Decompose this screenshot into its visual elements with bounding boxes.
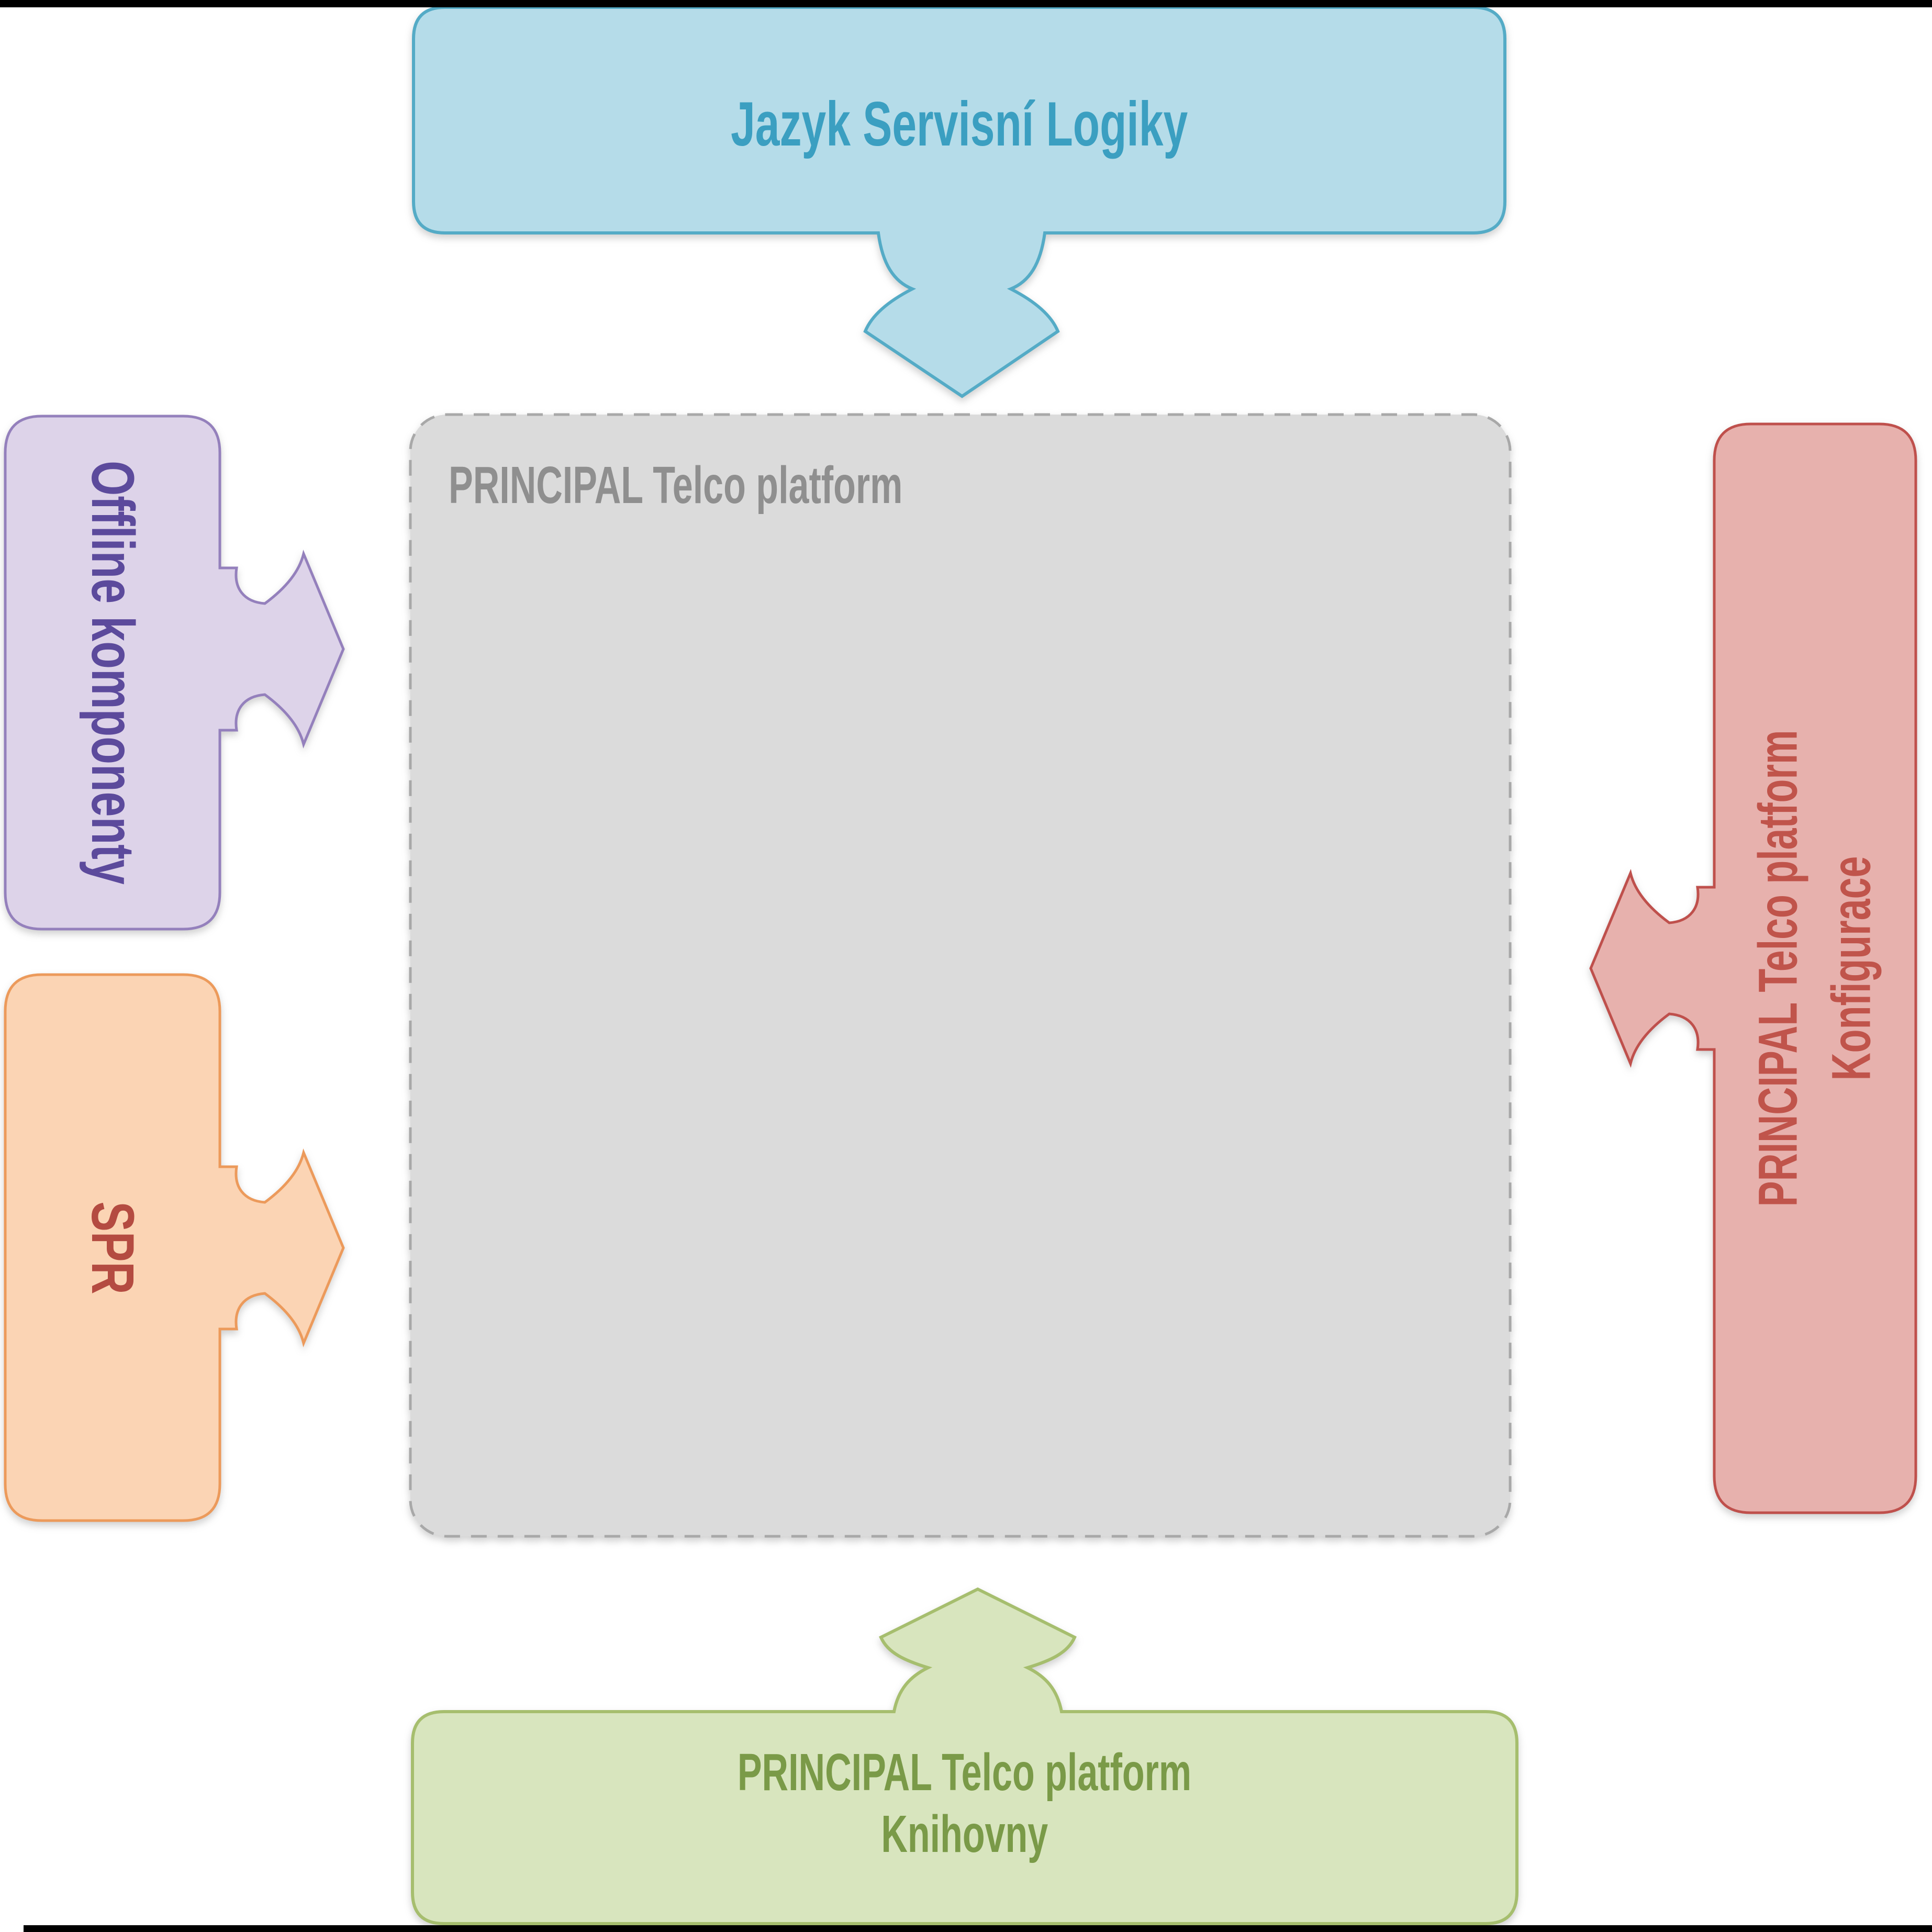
offline-piece-label: Offline komponenty [79, 461, 147, 885]
offline-piece: Offline komponenty [5, 416, 220, 929]
knihovny-banner-shape [411, 1587, 1518, 1925]
konfigurace-piece-label: PRINCIPAL Telco platform Konfigurace [1742, 730, 1889, 1207]
platform-dashed-box [409, 413, 1512, 1538]
knihovny-banner: PRINCIPAL Telco platform Knihovny [412, 1697, 1517, 1909]
konfigurace-piece-shape [1589, 422, 1917, 1514]
spr-piece-label: SPR [79, 1201, 146, 1294]
konfigurace-label-line2: Konfigurace [1821, 856, 1882, 1081]
spr-piece-shape [4, 973, 345, 1522]
konfigurace-piece: PRINCIPAL Telco platform Konfigurace [1714, 424, 1916, 1513]
jazyk-banner: Jazyk Servisní Logiky [414, 7, 1505, 233]
offline-piece-shape [4, 415, 345, 931]
bottom-black-bar [24, 1925, 1932, 1932]
top-black-bar [0, 0, 1932, 7]
knihovny-label-line1: PRINCIPAL Telco platform [738, 1743, 1192, 1802]
jazyk-banner-shape [412, 6, 1506, 398]
konfigurace-label-line1: PRINCIPAL Telco platform [1747, 730, 1809, 1207]
spr-piece: SPR [5, 975, 220, 1521]
jazyk-banner-label: Jazyk Servisní Logiky [730, 88, 1188, 159]
knihovny-label-line2: Knihovny [881, 1804, 1048, 1863]
